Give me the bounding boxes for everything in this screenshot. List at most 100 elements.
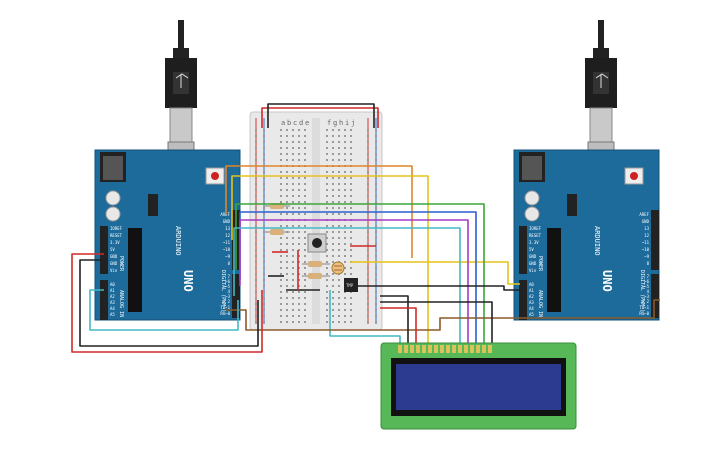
breadboard-hole[interactable] bbox=[375, 291, 377, 293]
breadboard-hole[interactable] bbox=[338, 303, 340, 305]
wire-black[interactable] bbox=[267, 103, 375, 128]
breadboard-hole[interactable] bbox=[304, 249, 306, 251]
breadboard-hole[interactable] bbox=[375, 147, 377, 149]
breadboard-hole[interactable] bbox=[326, 153, 328, 155]
breadboard-hole[interactable] bbox=[326, 159, 328, 161]
breadboard-hole[interactable] bbox=[375, 189, 377, 191]
breadboard-hole[interactable] bbox=[298, 129, 300, 131]
breadboard-hole[interactable] bbox=[344, 237, 346, 239]
breadboard-hole[interactable] bbox=[338, 231, 340, 233]
breadboard-hole[interactable] bbox=[304, 285, 306, 287]
breadboard-hole[interactable] bbox=[292, 261, 294, 263]
breadboard-hole[interactable] bbox=[263, 225, 265, 227]
breadboard-hole[interactable] bbox=[367, 237, 369, 239]
breadboard-hole[interactable] bbox=[350, 267, 352, 269]
breadboard-hole[interactable] bbox=[286, 207, 288, 209]
breadboard-hole[interactable] bbox=[298, 171, 300, 173]
breadboard-hole[interactable] bbox=[338, 255, 340, 257]
breadboard-hole[interactable] bbox=[375, 183, 377, 185]
breadboard-hole[interactable] bbox=[298, 195, 300, 197]
breadboard-hole[interactable] bbox=[263, 297, 265, 299]
breadboard-hole[interactable] bbox=[332, 153, 334, 155]
breadboard-hole[interactable] bbox=[263, 255, 265, 257]
breadboard-hole[interactable] bbox=[344, 249, 346, 251]
breadboard-hole[interactable] bbox=[280, 237, 282, 239]
breadboard-hole[interactable] bbox=[375, 267, 377, 269]
breadboard-hole[interactable] bbox=[350, 195, 352, 197]
breadboard-hole[interactable] bbox=[344, 171, 346, 173]
breadboard-hole[interactable] bbox=[255, 237, 257, 239]
breadboard-hole[interactable] bbox=[280, 171, 282, 173]
breadboard-hole[interactable] bbox=[338, 135, 340, 137]
lcd-pin[interactable] bbox=[434, 345, 438, 353]
breadboard-hole[interactable] bbox=[304, 195, 306, 197]
breadboard-hole[interactable] bbox=[332, 273, 334, 275]
wire-yellow[interactable] bbox=[231, 175, 429, 352]
breadboard-hole[interactable] bbox=[255, 153, 257, 155]
breadboard-hole[interactable] bbox=[326, 135, 328, 137]
breadboard-hole[interactable] bbox=[326, 147, 328, 149]
breadboard-hole[interactable] bbox=[255, 225, 257, 227]
breadboard-hole[interactable] bbox=[326, 267, 328, 269]
breadboard-hole[interactable] bbox=[344, 321, 346, 323]
breadboard-hole[interactable] bbox=[304, 177, 306, 179]
breadboard-hole[interactable] bbox=[350, 237, 352, 239]
breadboard-hole[interactable] bbox=[344, 267, 346, 269]
breadboard-hole[interactable] bbox=[292, 213, 294, 215]
breadboard-hole[interactable] bbox=[344, 213, 346, 215]
breadboard-hole[interactable] bbox=[367, 297, 369, 299]
breadboard-hole[interactable] bbox=[332, 135, 334, 137]
breadboard-hole[interactable] bbox=[298, 135, 300, 137]
lcd-pin[interactable] bbox=[470, 345, 474, 353]
breadboard-hole[interactable] bbox=[350, 183, 352, 185]
breadboard-hole[interactable] bbox=[286, 309, 288, 311]
breadboard-hole[interactable] bbox=[263, 249, 265, 251]
breadboard-hole[interactable] bbox=[332, 291, 334, 293]
breadboard-hole[interactable] bbox=[263, 195, 265, 197]
arduino-uno-right[interactable]: ARDUINO UNO POWER ANALOG IN DIGITAL (PWM… bbox=[513, 149, 660, 321]
breadboard-hole[interactable] bbox=[286, 177, 288, 179]
breadboard-hole[interactable] bbox=[255, 159, 257, 161]
breadboard-hole[interactable] bbox=[286, 267, 288, 269]
breadboard-hole[interactable] bbox=[367, 171, 369, 173]
breadboard-hole[interactable] bbox=[280, 303, 282, 305]
breadboard-hole[interactable] bbox=[298, 237, 300, 239]
breadboard-hole[interactable] bbox=[338, 153, 340, 155]
breadboard-hole[interactable] bbox=[326, 309, 328, 311]
breadboard-hole[interactable] bbox=[280, 285, 282, 287]
breadboard-hole[interactable] bbox=[375, 177, 377, 179]
breadboard-hole[interactable] bbox=[292, 201, 294, 203]
wire-cyan-left[interactable] bbox=[89, 289, 239, 331]
breadboard-hole[interactable] bbox=[367, 231, 369, 233]
breadboard-hole[interactable] bbox=[326, 291, 328, 293]
breadboard-hole[interactable] bbox=[263, 171, 265, 173]
breadboard-hole[interactable] bbox=[292, 195, 294, 197]
breadboard-hole[interactable] bbox=[286, 153, 288, 155]
breadboard-hole[interactable] bbox=[326, 285, 328, 287]
breadboard-hole[interactable] bbox=[332, 141, 334, 143]
breadboard-hole[interactable] bbox=[350, 249, 352, 251]
breadboard-hole[interactable] bbox=[304, 237, 306, 239]
breadboard-hole[interactable] bbox=[326, 225, 328, 227]
breadboard-hole[interactable] bbox=[286, 225, 288, 227]
breadboard-hole[interactable] bbox=[255, 177, 257, 179]
breadboard-hole[interactable] bbox=[304, 183, 306, 185]
breadboard-hole[interactable] bbox=[304, 129, 306, 131]
breadboard-hole[interactable] bbox=[367, 255, 369, 257]
breadboard-hole[interactable] bbox=[326, 249, 328, 251]
breadboard-hole[interactable] bbox=[304, 273, 306, 275]
breadboard-hole[interactable] bbox=[263, 315, 265, 317]
breadboard-hole[interactable] bbox=[304, 267, 306, 269]
breadboard-hole[interactable] bbox=[255, 243, 257, 245]
breadboard-hole[interactable] bbox=[338, 243, 340, 245]
breadboard-hole[interactable] bbox=[332, 201, 334, 203]
breadboard-hole[interactable] bbox=[350, 315, 352, 317]
breadboard-hole[interactable] bbox=[280, 267, 282, 269]
breadboard-hole[interactable] bbox=[280, 291, 282, 293]
breadboard-hole[interactable] bbox=[375, 231, 377, 233]
breadboard-hole[interactable] bbox=[332, 315, 334, 317]
breadboard-hole[interactable] bbox=[338, 297, 340, 299]
breadboard-hole[interactable] bbox=[292, 225, 294, 227]
breadboard-hole[interactable] bbox=[255, 171, 257, 173]
breadboard-hole[interactable] bbox=[286, 297, 288, 299]
